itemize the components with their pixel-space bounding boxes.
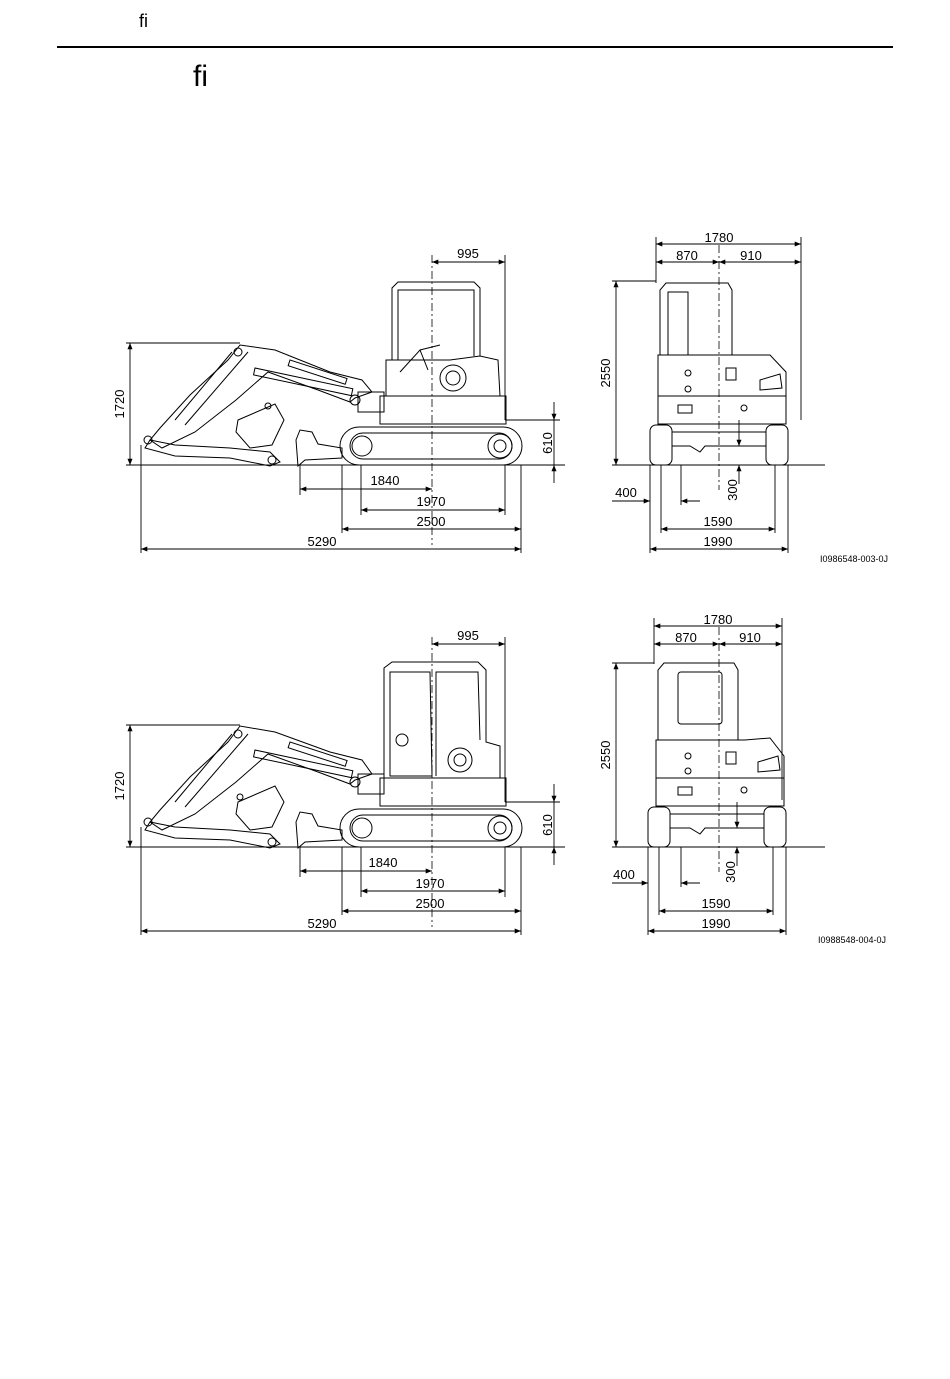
dim-1970: 1970 xyxy=(361,494,505,510)
svg-text:2550: 2550 xyxy=(598,741,613,770)
dim-2500: 2500 xyxy=(342,514,521,529)
dim-610: 610 xyxy=(505,402,560,483)
dim-1590: 1590 xyxy=(659,896,773,911)
dim-995: 995 xyxy=(432,246,505,420)
svg-text:1970: 1970 xyxy=(416,876,445,891)
dim-2550: 2550 xyxy=(598,663,616,847)
svg-text:610: 610 xyxy=(540,814,555,836)
svg-text:1990: 1990 xyxy=(702,916,731,931)
svg-text:1780: 1780 xyxy=(705,230,734,245)
svg-text:5290: 5290 xyxy=(308,916,337,931)
svg-text:1840: 1840 xyxy=(371,473,400,488)
svg-text:870: 870 xyxy=(675,630,697,645)
dim-1720: 1720 xyxy=(112,725,240,847)
dimension-figure-canopy: 995 1720 610 1840 1970 2500 5290 xyxy=(0,220,950,580)
dim-995: 995 xyxy=(432,628,505,802)
svg-text:1590: 1590 xyxy=(704,514,733,529)
dim-400: 400 xyxy=(612,867,700,883)
dim-870: 870 xyxy=(654,630,719,645)
dim-1720: 1720 xyxy=(112,343,240,465)
svg-text:2500: 2500 xyxy=(417,514,446,529)
svg-text:1990: 1990 xyxy=(704,534,733,549)
svg-text:1840: 1840 xyxy=(369,855,398,870)
header-section-symbol: ﬁ xyxy=(139,11,148,32)
dim-2500: 2500 xyxy=(342,896,521,911)
dim-1990: 1990 xyxy=(648,916,786,931)
svg-text:2550: 2550 xyxy=(598,359,613,388)
dim-1990: 1990 xyxy=(650,534,788,549)
svg-text:610: 610 xyxy=(540,432,555,454)
svg-text:1970: 1970 xyxy=(417,494,446,509)
dim-5290: 5290 xyxy=(141,534,521,549)
svg-text:300: 300 xyxy=(723,861,738,883)
svg-text:2500: 2500 xyxy=(416,896,445,911)
excavator-rear-view-drawing xyxy=(648,663,786,847)
dimension-figure-cab: 995 1720 610 1840 1970 2500 5290 xyxy=(0,600,950,960)
svg-text:5290: 5290 xyxy=(308,534,337,549)
dim-1970: 1970 xyxy=(361,876,505,891)
dim-610: 610 xyxy=(505,784,560,865)
dim-870: 870 xyxy=(656,248,719,263)
svg-text:400: 400 xyxy=(615,485,637,500)
dim-1840: 1840 xyxy=(300,473,432,489)
svg-text:870: 870 xyxy=(676,248,698,263)
svg-text:1780: 1780 xyxy=(704,612,733,627)
svg-text:1590: 1590 xyxy=(702,896,731,911)
svg-text:995: 995 xyxy=(457,628,479,643)
dim-910: 910 xyxy=(719,248,801,263)
dim-1780: 1780 xyxy=(654,612,782,627)
excavator-side-view-drawing xyxy=(144,282,522,466)
figure-id: I0986548-003-0J xyxy=(820,554,888,564)
dim-5290: 5290 xyxy=(141,916,521,931)
header-rule xyxy=(57,46,893,48)
section-title: ﬁ xyxy=(193,60,208,94)
dim-1840: 1840 xyxy=(300,855,432,871)
svg-text:995: 995 xyxy=(457,246,479,261)
svg-text:1720: 1720 xyxy=(112,390,127,419)
svg-text:910: 910 xyxy=(739,630,761,645)
excavator-side-view-drawing xyxy=(144,662,522,848)
svg-text:910: 910 xyxy=(740,248,762,263)
dim-1590: 1590 xyxy=(661,514,775,529)
dim-910: 910 xyxy=(719,630,782,645)
svg-text:400: 400 xyxy=(613,867,635,882)
dim-1780: 1780 xyxy=(656,230,801,245)
figure-id: I0988548-004-0J xyxy=(818,935,886,945)
svg-text:1720: 1720 xyxy=(112,772,127,801)
dim-400: 400 xyxy=(612,485,700,501)
svg-text:300: 300 xyxy=(725,479,740,501)
dim-2550: 2550 xyxy=(598,281,616,465)
